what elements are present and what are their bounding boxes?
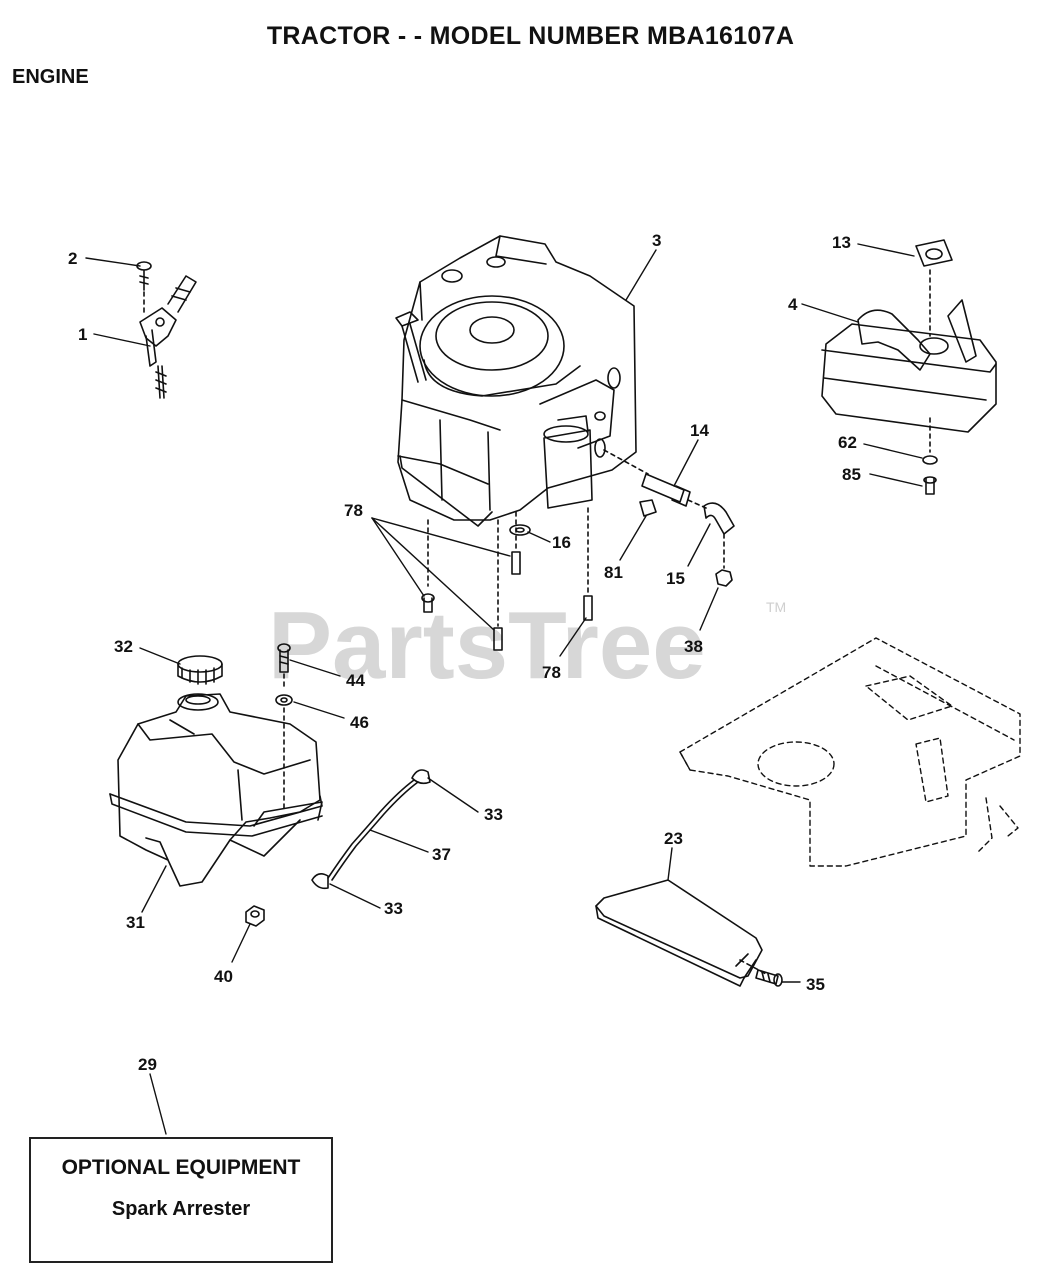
tractor-frame (679, 637, 1021, 867)
callout-85: 85 (842, 465, 861, 484)
part-bolt-85 (923, 476, 937, 495)
callout-46: 46 (350, 713, 369, 732)
part-nut-40 (245, 905, 265, 927)
part-nut-38 (715, 569, 733, 587)
callout-78-top: 78 (344, 501, 363, 520)
leader-lines (85, 243, 923, 1135)
part-clamp-33-bottom (311, 872, 329, 890)
callout-44: 44 (346, 671, 365, 690)
part-elbow-15 (687, 499, 735, 569)
optional-equipment-heading: OPTIONAL EQUIPMENT (61, 1156, 301, 1179)
callout-2: 2 (68, 249, 77, 268)
callout-14: 14 (690, 421, 709, 440)
part-clamp-33-top (411, 769, 431, 785)
part-screw-2 (136, 261, 152, 313)
callout-33-bottom: 33 (384, 899, 403, 918)
callout-35: 35 (806, 975, 825, 994)
callout-78-bottom: 78 (542, 663, 561, 682)
callout-1: 1 (78, 325, 87, 344)
callout-16: 16 (552, 533, 571, 552)
callout-37: 37 (432, 845, 451, 864)
part-fuel-line-37 (327, 779, 419, 881)
part-bolt-78-a (421, 519, 435, 613)
part-fuel-tank-31 (109, 693, 323, 887)
part-pipe-14 (594, 438, 691, 507)
part-washer-62 (922, 417, 938, 465)
part-gasket-13 (915, 239, 953, 337)
callout-4: 4 (788, 295, 798, 314)
part-fitting-81 (639, 499, 657, 517)
page-title: TRACTOR - - MODEL NUMBER MBA16107A (266, 22, 795, 50)
part-bolt-78-b (511, 511, 521, 575)
watermark-text: PartsTree (268, 592, 706, 699)
optional-equipment-box: OPTIONAL EQUIPMENT Spark Arrester (29, 1137, 333, 1263)
callout-33-top: 33 (484, 805, 503, 824)
part-heat-shield-23 (595, 879, 767, 987)
callout-13: 13 (832, 233, 851, 252)
part-fuel-cap-32 (177, 655, 223, 685)
part-throttle-control (139, 275, 197, 399)
part-bolt-78-d (583, 507, 593, 621)
callout-3: 3 (652, 231, 661, 250)
callout-62: 62 (838, 433, 857, 452)
callout-23: 23 (664, 829, 683, 848)
part-muffler-4 (821, 299, 997, 433)
part-washer-46 (275, 694, 293, 813)
callout-81: 81 (604, 563, 623, 582)
callout-40: 40 (214, 967, 233, 986)
part-screw-44 (277, 643, 291, 691)
callout-31: 31 (126, 913, 145, 932)
callout-32: 32 (114, 637, 133, 656)
part-screw-35 (755, 969, 783, 987)
optional-equipment-item: Spark Arrester (111, 1198, 251, 1220)
callout-29: 29 (138, 1055, 157, 1074)
part-bolt-78-c (493, 519, 503, 651)
callout-15: 15 (666, 569, 685, 588)
watermark-trademark: TM (766, 599, 786, 615)
part-engine (395, 235, 637, 527)
section-title: ENGINE (12, 66, 89, 88)
callout-38: 38 (684, 637, 703, 656)
part-washer-16 (509, 524, 531, 536)
